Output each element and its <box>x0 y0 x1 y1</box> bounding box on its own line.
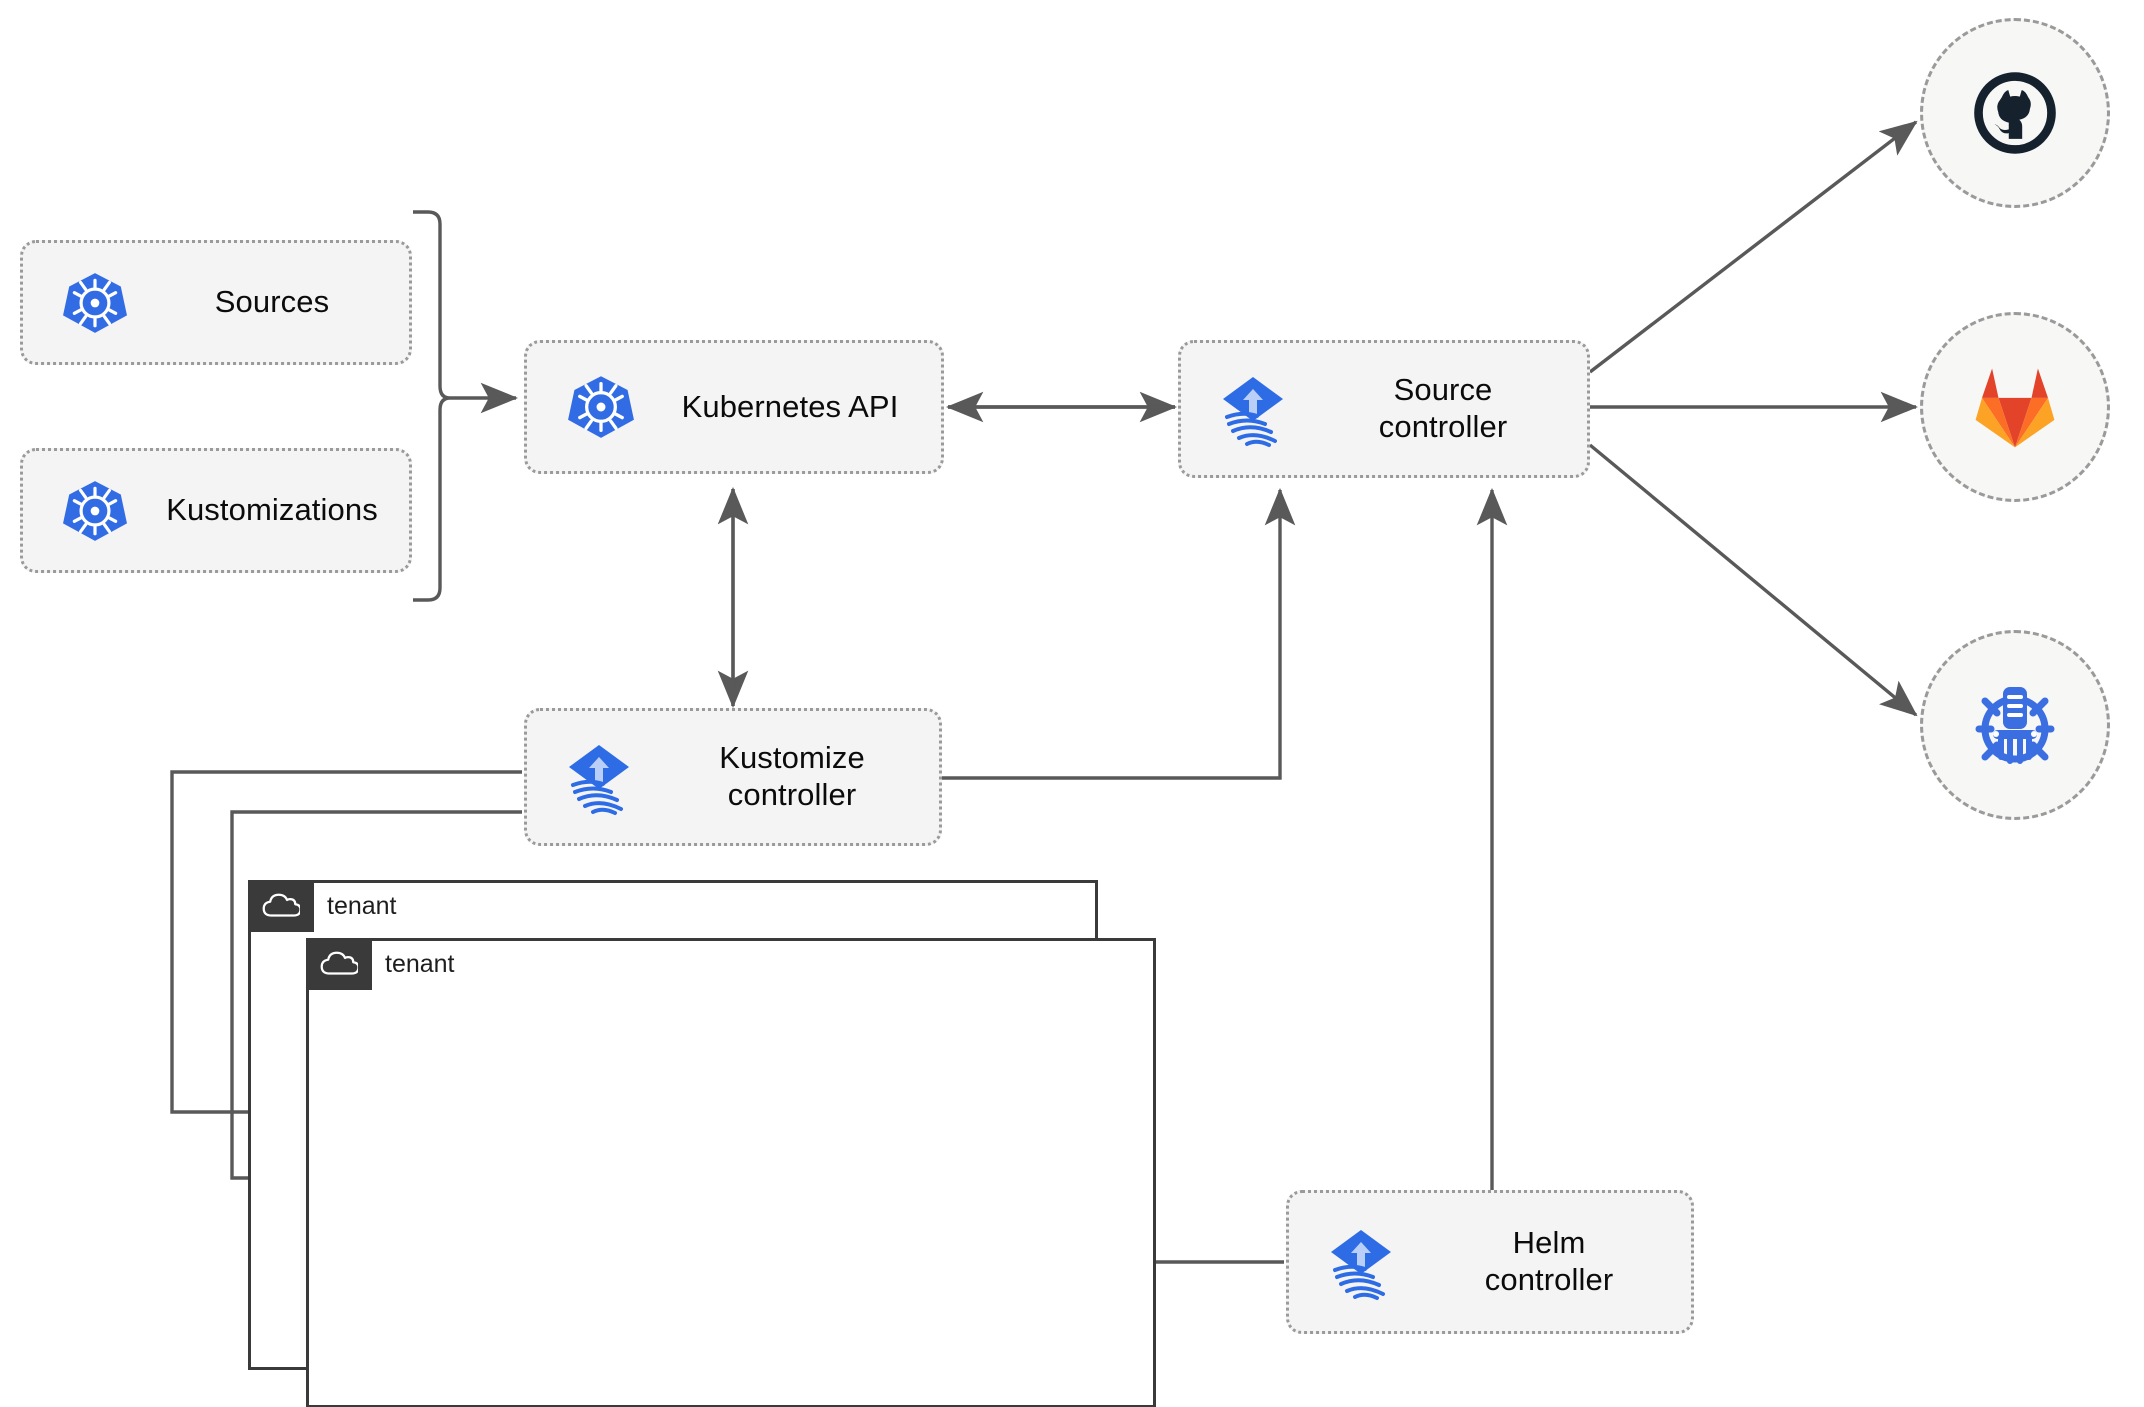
cloud-icon <box>318 948 360 980</box>
node-helm-controller[interactable]: Helm controller <box>1286 1190 1694 1334</box>
node-kubernetes-api[interactable]: Kubernetes API <box>524 340 944 474</box>
provider-github[interactable] <box>1920 18 2110 208</box>
tenant-box-front[interactable]: tenant <box>306 938 1156 1407</box>
github-icon <box>1967 65 2063 161</box>
flux-icon <box>543 737 655 817</box>
kubernetes-icon <box>45 478 145 544</box>
node-source-controller[interactable]: Source controller <box>1178 340 1590 478</box>
node-label: Kustomize controller <box>719 740 865 812</box>
node-sources[interactable]: Sources <box>20 240 412 365</box>
tenant-label: tenant <box>385 949 455 978</box>
node-label: Helm controller <box>1484 1225 1614 1297</box>
node-label: Sources <box>214 284 330 320</box>
kubernetes-icon <box>45 270 145 336</box>
provider-gitlab[interactable] <box>1920 312 2110 502</box>
node-kustomize-controller[interactable]: Kustomize controller <box>524 708 942 846</box>
gitlab-icon <box>1969 363 2061 451</box>
tenant-tab <box>306 938 372 990</box>
flux-icon <box>1197 369 1309 449</box>
tenant-tab <box>248 880 314 932</box>
flux-icon <box>1305 1222 1417 1302</box>
node-kustomizations[interactable]: Kustomizations <box>20 448 412 573</box>
kubernetes-icon <box>553 373 649 441</box>
node-label: Source controller <box>1378 372 1508 444</box>
node-label: Kustomizations <box>166 492 378 528</box>
node-label: Kubernetes API <box>681 388 899 424</box>
tenant-label: tenant <box>327 891 397 920</box>
provider-bucket[interactable] <box>1920 630 2110 820</box>
bucket-icon <box>1965 675 2065 775</box>
cloud-icon <box>260 890 302 922</box>
